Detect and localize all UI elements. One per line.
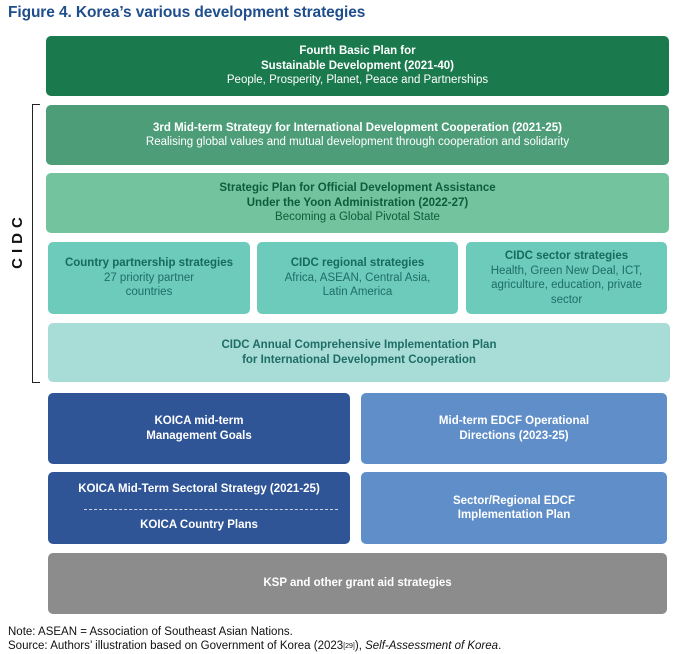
koica-sectoral-top: KOICA Mid-Term Sectoral Strategy (2021-2…	[78, 483, 320, 495]
sector-line2: agriculture, education, private sector	[491, 279, 642, 306]
third-strategy-sub: Realising global values and mutual devel…	[145, 136, 570, 148]
koica-country-plans: KOICA Country Plans	[140, 518, 258, 531]
oda-plan-sub: Becoming a Global Pivotal State	[275, 211, 440, 224]
third-midterm-strategy-box: 3rd Mid-term Strategy for International …	[46, 105, 669, 165]
figure-title: Figure 4. Korea’s various development st…	[8, 4, 366, 21]
edcf-operational-directions-box: Mid-term EDCF Operational Directions (20…	[361, 393, 667, 464]
fourth-basic-plan-box: Fourth Basic Plan for Sustainable Develo…	[46, 36, 669, 96]
source-prefix: Source: Authors’ illustration based on G…	[8, 640, 344, 652]
source-end: .	[498, 640, 502, 652]
koica-management-goals-box: KOICA mid-term Management Goals	[48, 393, 350, 464]
koica-divider	[84, 509, 338, 510]
regional-title: CIDC regional strategies	[290, 257, 425, 270]
source-text: Source: Authors’ illustration based on G…	[8, 640, 501, 652]
source-mid: ),	[354, 640, 366, 652]
koica-goals-line1: KOICA mid-term	[154, 415, 244, 427]
sector-title: CIDC sector strategies	[504, 250, 629, 262]
sector-strategies-box: CIDC sector strategies Health, Green New…	[466, 242, 667, 314]
regional-strategies-box: CIDC regional strategies Africa, ASEAN, …	[257, 242, 458, 314]
ksp-title: KSP and other grant aid strategies	[263, 577, 452, 590]
source-ref: [29]	[343, 643, 355, 650]
note-text: Note: ASEAN = Association of Southeast A…	[8, 626, 293, 638]
third-strategy-title: 3rd Mid-term Strategy for International …	[153, 121, 562, 134]
country-partnership-title: Country partnership strategies	[64, 257, 234, 270]
fourth-plan-line2: Sustainable Development (2021-40)	[260, 59, 454, 72]
edcf-directions-line1: Mid-term EDCF Operational	[438, 415, 590, 427]
oda-plan-line2: Under the Yoon Administration (2022-27)	[246, 196, 469, 209]
annual-implementation-plan-box: CIDC Annual Comprehensive Implementation…	[48, 323, 670, 382]
sector-line1: Health, Green New Deal, ICT,	[490, 264, 643, 277]
annual-plan-line2: for International Development Cooperatio…	[242, 353, 476, 366]
fourth-plan-sub: People, Prosperity, Planet, Peace and Pa…	[226, 74, 489, 87]
regional-line2: Latin America	[322, 286, 393, 299]
koica-goals-line2: Management Goals	[146, 429, 252, 442]
cidc-label: CIDC	[2, 195, 32, 285]
country-partnership-box: Country partnership strategies 27 priori…	[48, 242, 250, 314]
country-partnership-line2: countries	[125, 286, 173, 299]
country-partnership-line1: 27 priority partner	[103, 271, 195, 284]
cidc-bracket	[32, 104, 40, 383]
edcf-implementation-plan-box: Sector/Regional EDCF Implementation Plan	[361, 472, 667, 544]
annual-plan-line1: CIDC Annual Comprehensive Implementation…	[221, 339, 497, 351]
fourth-plan-line1: Fourth Basic Plan for	[299, 45, 416, 58]
edcf-regional-line2: Implementation Plan	[457, 509, 571, 521]
ksp-grant-aid-box: KSP and other grant aid strategies	[48, 553, 667, 614]
edcf-regional-line1: Sector/Regional EDCF	[452, 494, 576, 507]
oda-strategic-plan-box: Strategic Plan for Official Development …	[46, 173, 669, 233]
edcf-directions-line2: Directions (2023-25)	[459, 429, 569, 442]
oda-plan-line1: Strategic Plan for Official Development …	[219, 182, 496, 195]
koica-sectoral-strategy-box: KOICA Mid-Term Sectoral Strategy (2021-2…	[48, 472, 350, 544]
source-title: Self-Assessment of Korea	[365, 640, 499, 652]
regional-line1: Africa, ASEAN, Central Asia,	[284, 271, 431, 284]
cidc-label-text: CIDC	[8, 211, 26, 269]
